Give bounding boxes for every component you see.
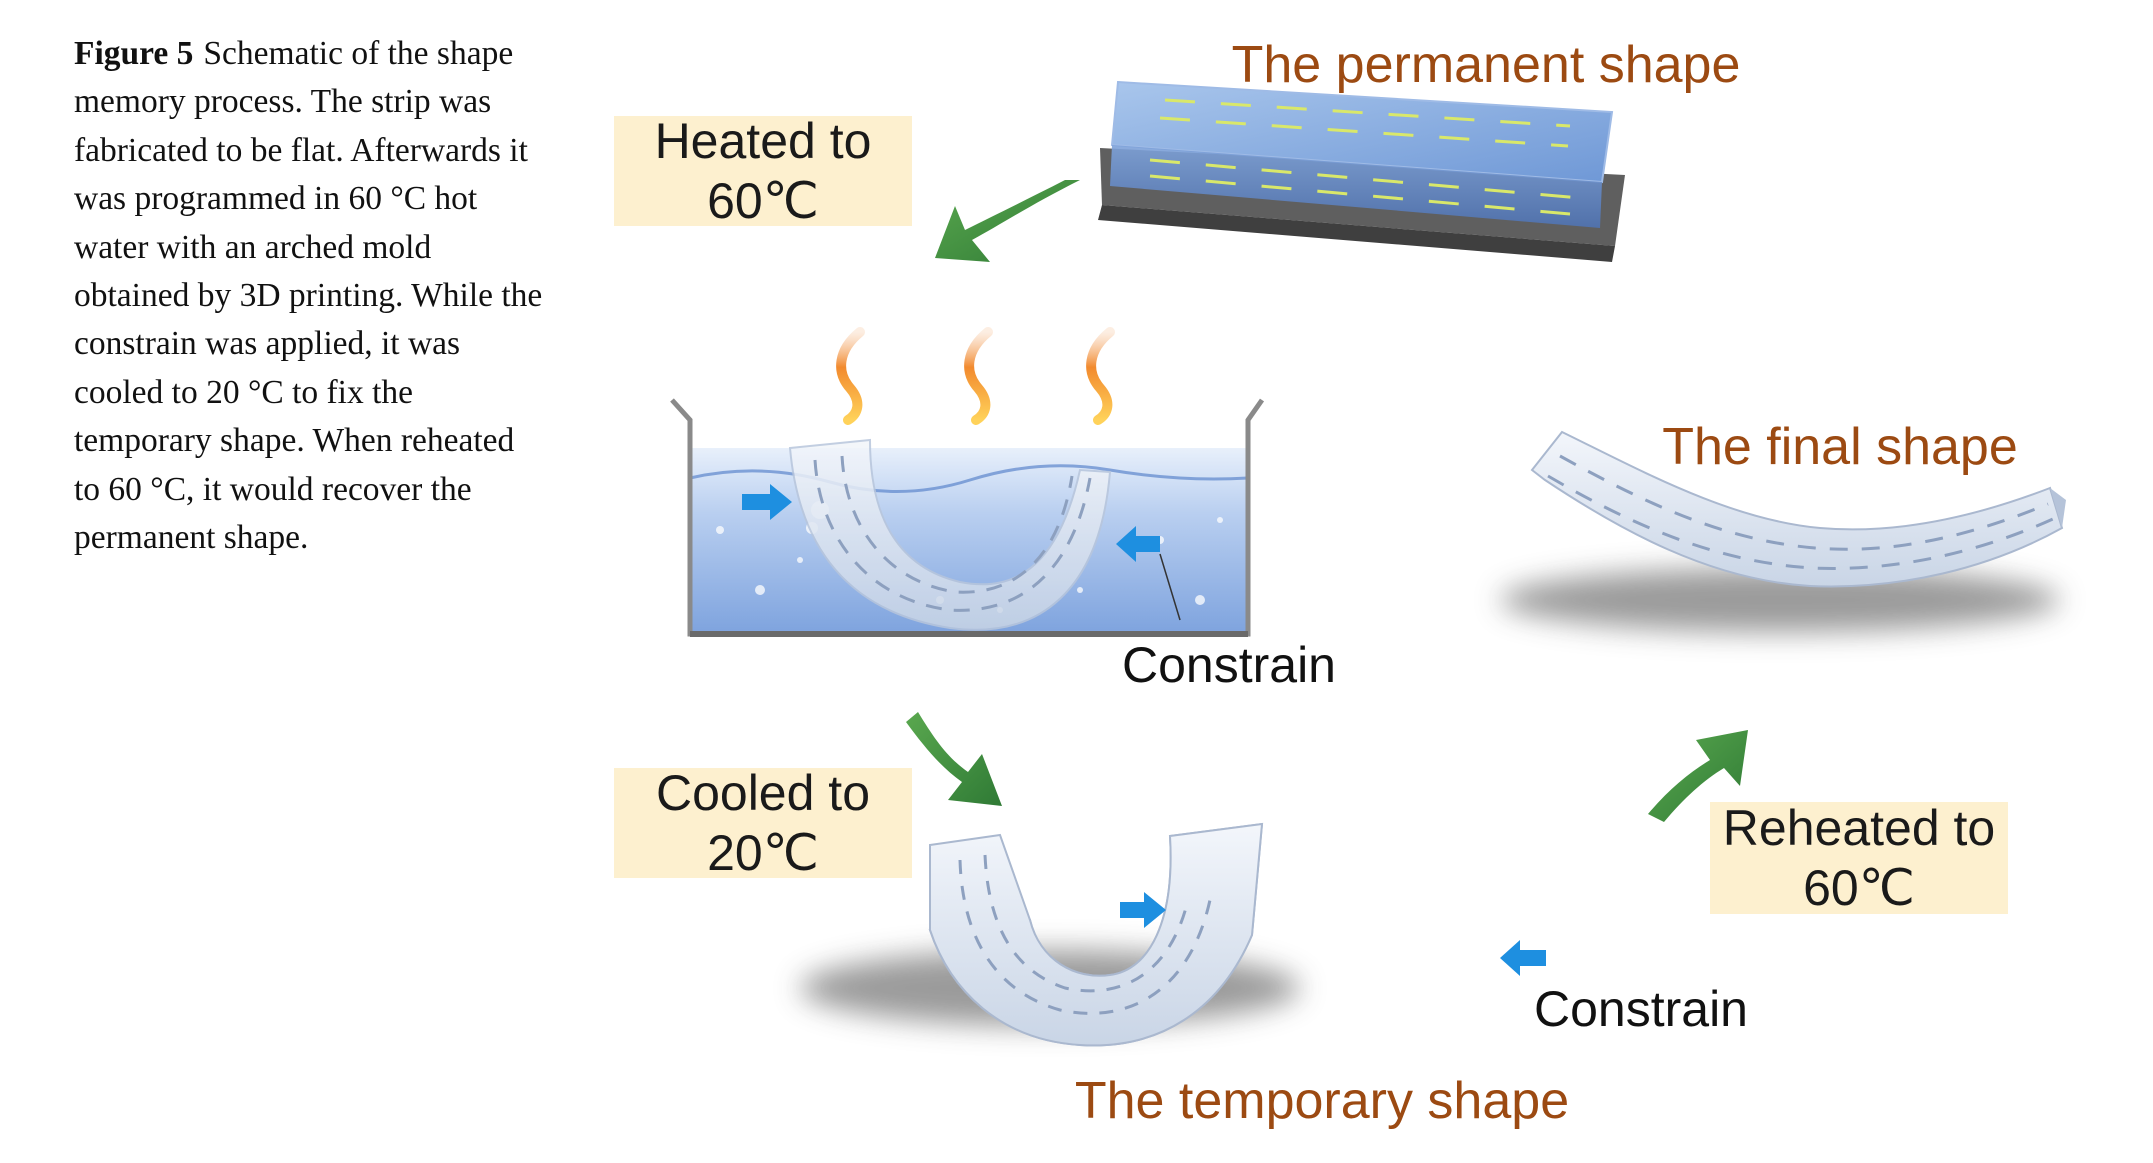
final-curved-strip (1500, 430, 2066, 632)
figure-label: Figure 5 (74, 35, 194, 72)
temporary-shape-title: The temporary shape (1075, 1072, 1569, 1130)
constrain-arrow-right-icon (1116, 526, 1181, 621)
cooled-step-box: Cooled to 20℃ (614, 765, 912, 881)
heated-step-box: Heated to 60℃ (614, 113, 912, 229)
arrow-reheat-icon (1648, 730, 1748, 822)
arrow-cool-icon (906, 712, 1002, 806)
final-shape-title: The final shape (1662, 418, 2018, 476)
constrain-label-bath: Constrain (1122, 637, 1336, 693)
heated-step-line1: Heated to (654, 113, 872, 169)
permanent-shape-title: The permanent shape (1232, 36, 1741, 94)
reheated-step-line2: 60℃ (1803, 860, 1915, 916)
heated-step-line2: 60℃ (707, 173, 819, 229)
constrain-arrow-right-temp-icon (1500, 940, 1546, 976)
heat-flames-icon (836, 327, 1115, 425)
constrain-label-temporary: Constrain (1534, 981, 1748, 1037)
cooled-step-line2: 20℃ (707, 825, 819, 881)
reheated-step-line1: Reheated to (1722, 800, 1996, 856)
permanent-flat-strip (1098, 80, 1625, 262)
constrain-arrow-left-icon (742, 484, 792, 520)
constrain-arrow-left-temp-icon (1120, 892, 1166, 928)
temporary-u-strip (800, 822, 1300, 1047)
cooled-step-line1: Cooled to (655, 765, 871, 821)
arrow-heat-icon (935, 180, 1080, 262)
reheated-step-box: Reheated to 60℃ (1710, 800, 2008, 916)
caption-text: Schematic of the shape memory process. T… (74, 35, 543, 557)
